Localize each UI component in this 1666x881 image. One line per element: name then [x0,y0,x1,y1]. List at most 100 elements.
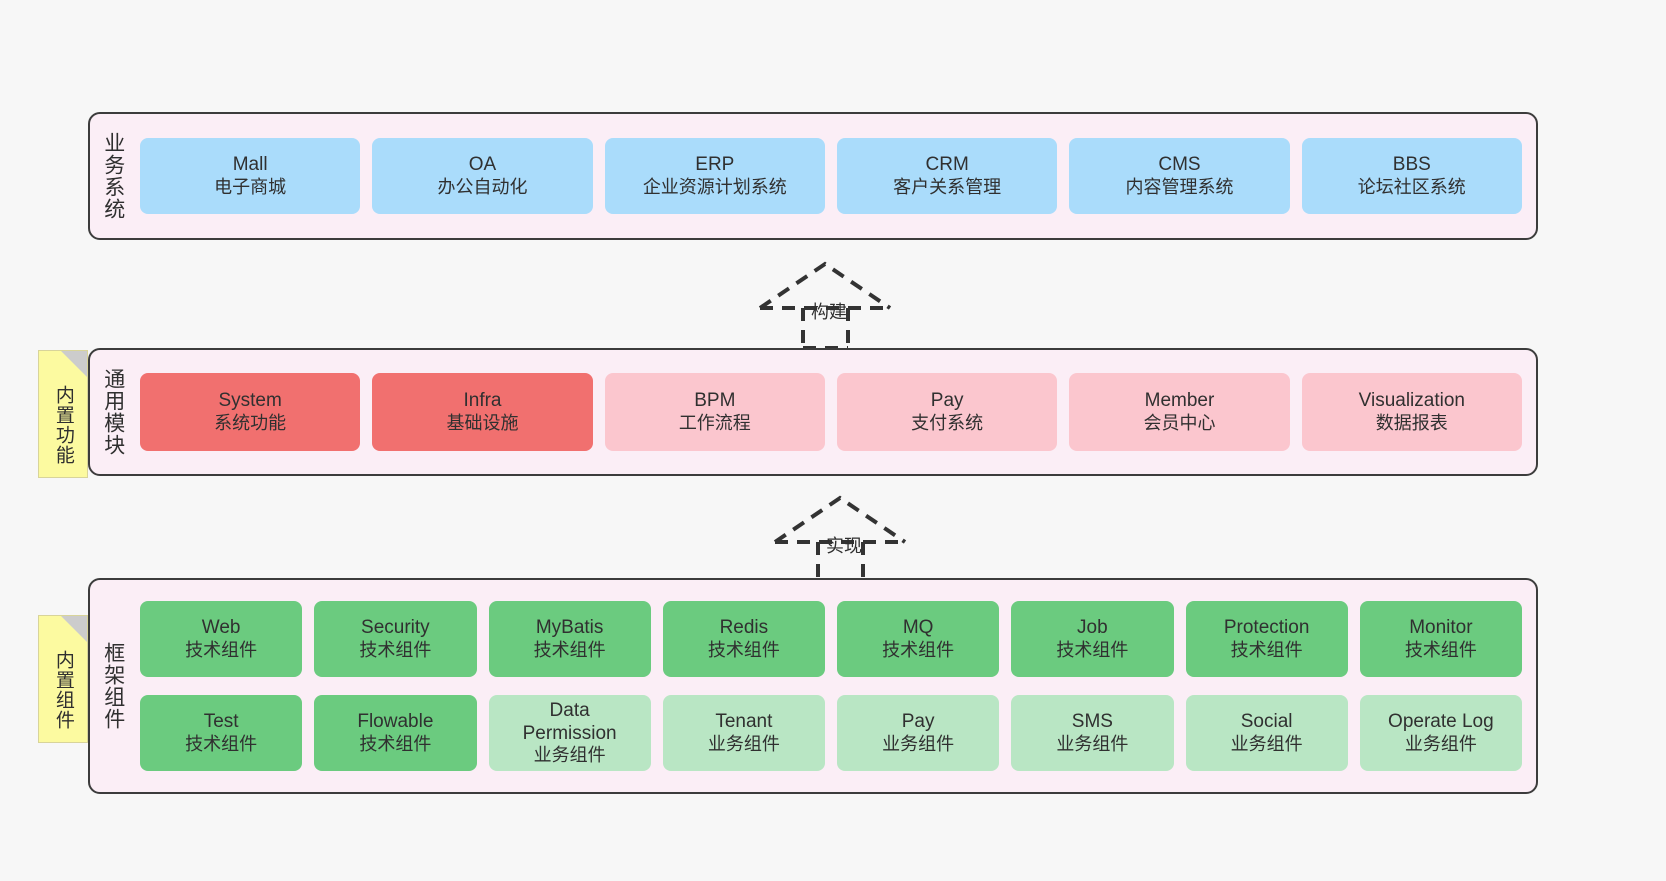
card-flowable-cn: 技术组件 [359,733,432,754]
connector-implement-label: 实现 [826,536,862,556]
note-builtin-features-text: 内置功能 [52,385,74,465]
card-monitor[interactable]: Monitor 技术组件 [1359,601,1522,677]
card-visualization[interactable]: Visualization 数据报表 [1301,373,1522,451]
card-social-cn: 业务组件 [1230,733,1303,754]
business-system-row: Mall 电子商城 OA 办公自动化 ERP 企业资源计划系统 CRM 客户关系… [140,138,1522,214]
business-system-layer: 业务系统 Mall 电子商城 OA 办公自动化 ERP 企业资源计划系统 CRM… [88,112,1538,240]
card-redis-cn: 技术组件 [707,639,780,660]
card-mybatis-en: MyBatis [535,617,604,639]
card-data-permission-en: Data Permission [522,699,617,745]
connector-implement: 实现 [770,492,920,584]
card-crm-en: CRM [925,154,969,176]
card-mq-cn: 技术组件 [882,639,955,660]
card-protection-cn: 技术组件 [1230,639,1303,660]
card-flowable-en: Flowable [357,711,434,733]
card-crm-cn: 客户关系管理 [893,176,1002,197]
connector-build: 构建 [755,258,905,350]
card-member-cn: 会员中心 [1143,412,1216,433]
card-mall-cn: 电子商城 [214,176,287,197]
card-pay-module[interactable]: Pay 支付系统 [836,373,1058,451]
card-cms[interactable]: CMS 内容管理系统 [1069,138,1290,214]
card-member-en: Member [1144,390,1215,412]
card-sms-cn: 业务组件 [1056,733,1129,754]
card-test-cn: 技术组件 [185,733,258,754]
card-protection[interactable]: Protection 技术组件 [1185,601,1348,677]
card-mall-en: Mall [232,154,268,176]
framework-components-cards: Web 技术组件 Security 技术组件 MyBatis 技术组件 Redi… [136,580,1536,792]
note-builtin-features: 内置功能 [38,350,88,478]
card-security-cn: 技术组件 [359,639,432,660]
card-mybatis[interactable]: MyBatis 技术组件 [488,601,651,677]
common-modules-cards: System 系统功能 Infra 基础设施 BPM 工作流程 Pay 支付系统… [136,350,1536,474]
card-mybatis-cn: 技术组件 [533,639,606,660]
card-tenant-en: Tenant [715,711,773,733]
card-security-en: Security [361,617,430,639]
card-visualization-en: Visualization [1358,390,1465,412]
card-sms[interactable]: SMS 业务组件 [1011,695,1174,771]
framework-components-layer-title: 框架组件 [101,642,125,730]
card-data-permission[interactable]: Data Permission 业务组件 [488,695,651,771]
card-job-cn: 技术组件 [1056,639,1129,660]
card-oa[interactable]: OA 办公自动化 [372,138,593,214]
card-operate-log[interactable]: Operate Log 业务组件 [1359,695,1522,771]
card-bbs-en: BBS [1392,154,1431,176]
card-sms-en: SMS [1071,711,1113,733]
card-protection-en: Protection [1223,617,1310,639]
connector-build-label: 构建 [811,302,847,322]
card-web[interactable]: Web 技术组件 [140,601,303,677]
card-security[interactable]: Security 技术组件 [314,601,477,677]
card-bpm-cn: 工作流程 [678,412,751,433]
card-bpm[interactable]: BPM 工作流程 [604,373,825,451]
card-system[interactable]: System 系统功能 [140,373,361,451]
card-oa-en: OA [468,154,497,176]
card-web-cn: 技术组件 [185,639,258,660]
card-oa-cn: 办公自动化 [437,176,528,197]
card-operate-log-en: Operate Log [1388,711,1494,733]
card-cms-cn: 内容管理系统 [1125,176,1234,197]
card-pay-component[interactable]: Pay 业务组件 [837,695,1000,771]
card-mall[interactable]: Mall 电子商城 [140,138,361,214]
card-crm[interactable]: CRM 客户关系管理 [836,138,1058,214]
card-tenant[interactable]: Tenant 业务组件 [662,695,825,771]
common-modules-row: System 系统功能 Infra 基础设施 BPM 工作流程 Pay 支付系统… [140,373,1522,451]
card-pay-component-cn: 业务组件 [882,733,955,754]
card-bbs[interactable]: BBS 论坛社区系统 [1301,138,1522,214]
card-operate-log-cn: 业务组件 [1404,733,1477,754]
card-bpm-en: BPM [694,390,736,412]
card-social-en: Social [1240,711,1293,733]
card-pay-module-cn: 支付系统 [911,412,984,433]
card-system-en: System [218,390,282,412]
card-redis[interactable]: Redis 技术组件 [662,601,825,677]
card-test[interactable]: Test 技术组件 [140,695,303,771]
card-cms-en: CMS [1158,154,1201,176]
card-data-permission-cn: 业务组件 [533,745,606,766]
card-member[interactable]: Member 会员中心 [1069,373,1290,451]
business-system-cards: Mall 电子商城 OA 办公自动化 ERP 企业资源计划系统 CRM 客户关系… [136,114,1536,238]
note-builtin-components: 内置组件 [38,615,88,743]
card-mq-en: MQ [902,617,934,639]
card-mq[interactable]: MQ 技术组件 [837,601,1000,677]
card-erp[interactable]: ERP 企业资源计划系统 [604,138,825,214]
card-monitor-cn: 技术组件 [1404,639,1477,660]
business-system-layer-title: 业务系统 [101,132,125,220]
card-job[interactable]: Job 技术组件 [1011,601,1174,677]
card-visualization-cn: 数据报表 [1375,412,1448,433]
card-job-en: Job [1077,617,1108,639]
card-pay-module-en: Pay [930,390,964,412]
card-pay-component-en: Pay [901,711,935,733]
card-social[interactable]: Social 业务组件 [1185,695,1348,771]
card-infra[interactable]: Infra 基础设施 [372,373,593,451]
common-modules-layer: 通用模块 System 系统功能 Infra 基础设施 BPM 工作流程 Pay… [88,348,1538,476]
card-redis-en: Redis [719,617,769,639]
card-bbs-cn: 论坛社区系统 [1357,176,1466,197]
note-fold-corner-icon [61,351,87,377]
note-fold-corner-icon [61,616,87,642]
card-system-cn: 系统功能 [214,412,287,433]
card-web-en: Web [201,617,241,639]
card-infra-en: Infra [463,390,502,412]
framework-biz-row: Test 技术组件 Flowable 技术组件 Data Permission … [140,695,1522,771]
card-infra-cn: 基础设施 [446,412,519,433]
card-erp-cn: 企业资源计划系统 [642,176,787,197]
card-flowable[interactable]: Flowable 技术组件 [314,695,477,771]
